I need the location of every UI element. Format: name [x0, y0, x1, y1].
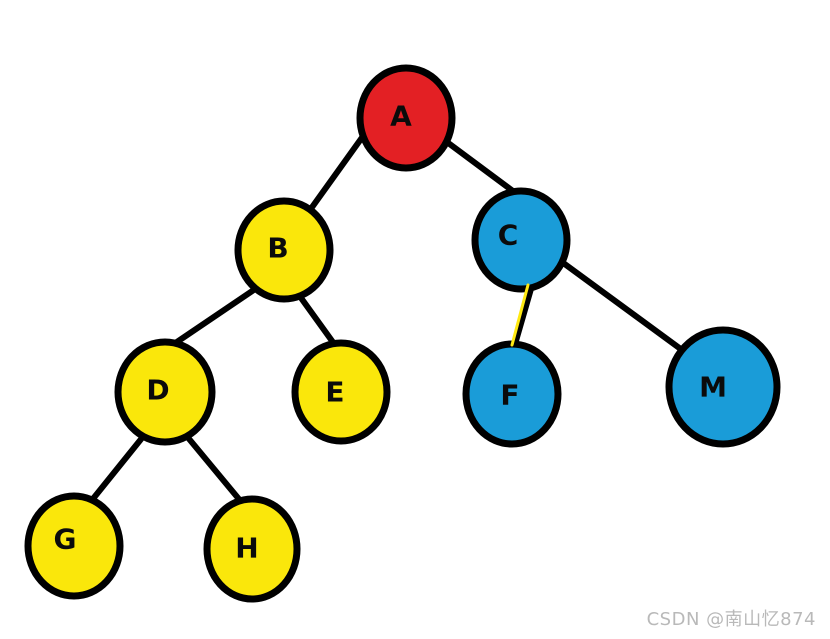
node-B-circle — [234, 197, 334, 303]
node-M-circle — [665, 326, 781, 448]
node-F: F — [462, 340, 562, 448]
edge-B-D — [165, 278, 270, 351]
node-C: C — [471, 187, 571, 293]
node-M-label: M — [699, 371, 727, 404]
node-C-label: C — [498, 219, 519, 252]
node-M: M — [665, 326, 781, 448]
node-F-label: F — [500, 379, 519, 412]
node-A-circle — [356, 64, 456, 172]
edge-D-H — [177, 425, 251, 513]
nodes-layer: A B C D E F M G H — [24, 64, 781, 603]
node-B: B — [234, 197, 334, 303]
csdn-watermark: CSDN @南山忆874 — [646, 609, 816, 630]
edges-layer — [85, 115, 726, 513]
node-G-circle — [24, 492, 124, 600]
node-H-circle — [203, 495, 301, 603]
node-H: H — [203, 495, 301, 603]
annotations-layer — [510, 283, 530, 347]
node-A: A — [356, 64, 456, 172]
yellow-highlight-line — [510, 283, 530, 347]
node-C-circle — [471, 187, 571, 293]
node-E: E — [291, 339, 391, 445]
node-G-label: G — [54, 523, 77, 556]
edge-D-G — [85, 425, 153, 508]
node-E-circle — [291, 339, 391, 445]
node-G: G — [24, 492, 124, 600]
node-H-label: H — [235, 532, 258, 565]
node-E-label: E — [325, 376, 344, 409]
node-B-label: B — [267, 232, 288, 265]
node-A-label: A — [390, 100, 412, 133]
node-D-circle — [114, 338, 216, 446]
node-D-label: D — [146, 374, 169, 407]
node-D: D — [114, 338, 216, 446]
